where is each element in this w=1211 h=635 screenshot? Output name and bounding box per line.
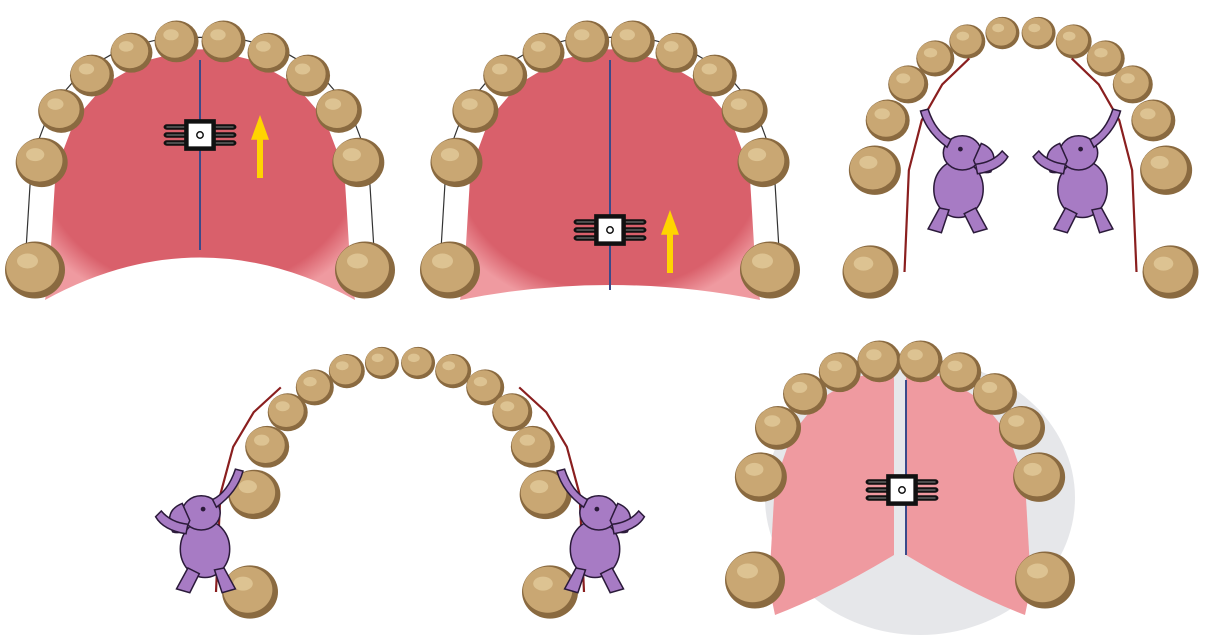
tooth xyxy=(722,89,768,133)
tooth xyxy=(201,21,245,63)
tooth xyxy=(740,242,800,299)
tooth xyxy=(819,352,861,392)
tooth xyxy=(725,552,785,609)
tooth xyxy=(999,406,1045,450)
tooth xyxy=(155,21,199,63)
arch-figure xyxy=(700,330,1100,635)
tooth xyxy=(1113,65,1153,103)
tooth xyxy=(1015,552,1075,609)
tooth xyxy=(857,340,901,382)
tooth xyxy=(565,21,609,63)
tooth xyxy=(1013,452,1065,501)
expander-screw xyxy=(575,216,645,243)
tooth xyxy=(1056,24,1092,58)
tooth xyxy=(1022,17,1056,49)
expander-screw xyxy=(867,476,937,503)
arch-figure xyxy=(410,0,810,320)
tooth xyxy=(286,55,330,97)
expander-hole xyxy=(607,227,613,233)
expander-screw xyxy=(165,121,235,148)
panel-elephants-outward xyxy=(830,0,1211,320)
tooth xyxy=(755,406,801,450)
tooth xyxy=(329,354,365,388)
tooth xyxy=(738,138,790,187)
tooth xyxy=(655,33,697,73)
panel-split-palate xyxy=(700,330,1100,635)
tooth xyxy=(16,138,68,187)
tooth xyxy=(899,340,943,382)
arch-figure xyxy=(0,0,400,320)
tooth xyxy=(849,146,901,195)
tooth xyxy=(522,565,578,618)
tooth xyxy=(38,89,84,133)
tooth xyxy=(735,452,787,501)
tooth xyxy=(5,242,65,299)
tooth xyxy=(523,33,565,73)
tooth xyxy=(316,89,362,133)
tooth xyxy=(1131,100,1175,142)
tooth xyxy=(866,100,910,142)
tooth xyxy=(1140,146,1192,195)
tooth xyxy=(70,55,114,97)
tooth xyxy=(430,138,482,187)
expander-hole xyxy=(899,487,905,493)
tooth xyxy=(973,373,1017,415)
tooth xyxy=(365,347,399,379)
tooth xyxy=(1143,245,1199,298)
tooth xyxy=(248,33,290,73)
tooth xyxy=(110,33,152,73)
tooth xyxy=(452,89,498,133)
tooth xyxy=(985,17,1019,49)
tooth xyxy=(245,426,289,468)
tooth xyxy=(483,55,527,97)
tooth xyxy=(296,369,334,405)
tooth xyxy=(435,354,471,388)
tooth xyxy=(949,24,985,58)
panel-expander-posterior xyxy=(410,0,810,320)
tooth xyxy=(492,393,532,431)
tooth xyxy=(420,242,480,299)
tooth xyxy=(401,347,435,379)
arch-figure xyxy=(160,330,640,635)
panel-elephants-inward xyxy=(160,330,640,635)
tooth xyxy=(222,565,278,618)
elephant-icon xyxy=(1033,109,1120,233)
expander-hole xyxy=(197,132,203,138)
tooth xyxy=(611,21,655,63)
panel-expander-anterior xyxy=(0,0,400,320)
arch-figure xyxy=(830,0,1211,320)
tooth xyxy=(693,55,737,97)
tooth xyxy=(843,245,899,298)
tooth xyxy=(511,426,555,468)
elephant-icon xyxy=(921,109,1008,233)
tooth xyxy=(916,40,954,76)
tooth xyxy=(335,242,395,299)
tooth xyxy=(332,138,384,187)
